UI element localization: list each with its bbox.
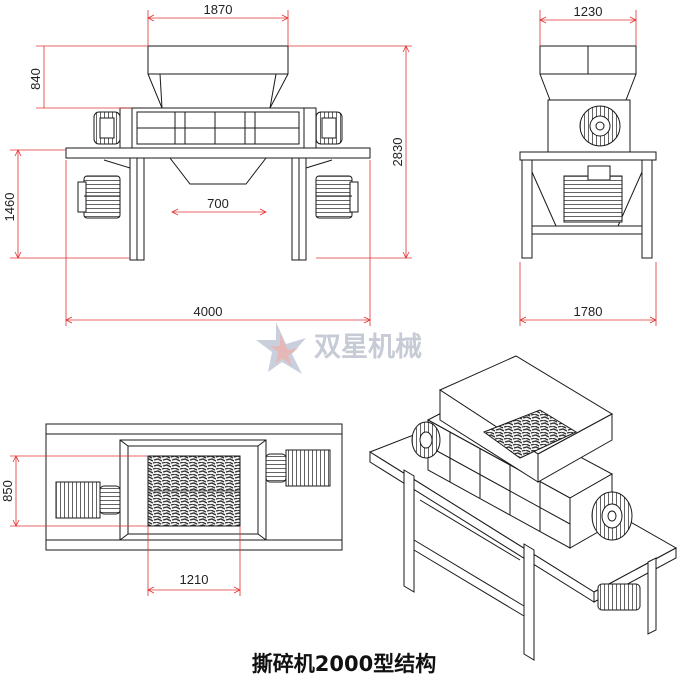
dim-top-inner-length: 1210: [180, 572, 209, 587]
dim-side-top-width: 1230: [574, 4, 603, 19]
drawing-caption: 撕碎机2000型结构: [251, 652, 437, 676]
front-right-gearbox: [315, 111, 343, 145]
front-left-motor: [77, 175, 121, 219]
dim-front-outlet-width: 700: [207, 196, 229, 211]
front-outlet: [168, 157, 268, 185]
side-dimensions: [519, 10, 657, 326]
dim-side-base-width: 1780: [574, 304, 603, 319]
side-gearbox: [579, 105, 621, 147]
front-view: [65, 45, 371, 261]
top-left-drive: [55, 481, 121, 519]
side-view: [519, 45, 657, 259]
dim-top-box-width: 850: [0, 480, 15, 502]
iso-right-gearbox: [591, 491, 633, 541]
dim-front-total-length: 4000: [194, 304, 223, 319]
front-frame-top: [65, 147, 371, 159]
front-right-motor: [315, 175, 359, 219]
dim-front-total-height: 2830: [390, 138, 405, 167]
dim-front-hopper-height: 840: [28, 68, 43, 90]
top-right-drive: [265, 449, 331, 487]
top-dimensions: [10, 455, 241, 596]
isometric-view: [368, 355, 678, 661]
front-hopper: [147, 45, 289, 109]
watermark-text: 双星机械: [314, 332, 422, 363]
front-dimensions: [10, 10, 412, 326]
dim-front-lower-height: 1460: [2, 193, 17, 222]
side-motor: [563, 165, 623, 223]
side-frame-top: [519, 151, 657, 161]
watermark-logo: 双星机械: [256, 322, 422, 374]
top-view: [45, 423, 343, 551]
dim-front-top-width: 1870: [204, 2, 233, 17]
iso-left-gearbox: [411, 421, 441, 459]
front-left-gearbox: [93, 111, 121, 145]
